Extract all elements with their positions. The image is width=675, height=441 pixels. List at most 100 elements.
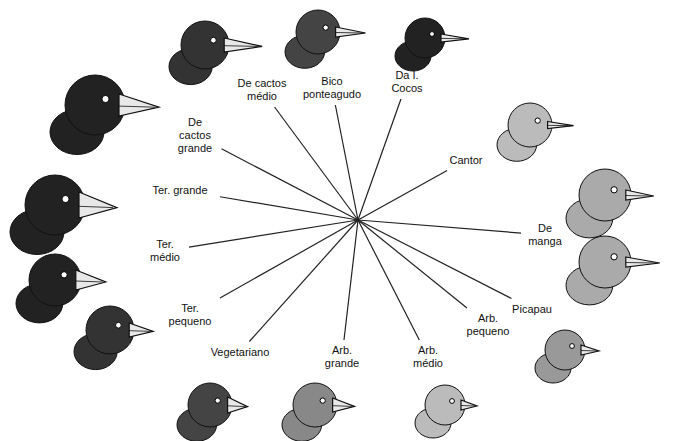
radiating-line — [344, 220, 358, 340]
finch-eye — [323, 25, 328, 30]
finch-head — [282, 383, 355, 441]
finch-beak — [224, 38, 262, 52]
beak-line — [626, 262, 657, 264]
beak-line — [76, 281, 103, 282]
finch-beak — [461, 400, 477, 410]
finch-beak — [129, 323, 153, 337]
finch-head-outline — [579, 169, 631, 221]
beak-line — [626, 195, 651, 197]
species-label: De manga — [525, 222, 565, 248]
finch-head-outline — [296, 10, 340, 54]
finch-eye — [211, 37, 217, 43]
radiating-line — [275, 107, 358, 220]
species-label: De cactos médio — [231, 77, 293, 103]
finch-head-outline — [425, 385, 465, 425]
finch-head-outline — [293, 383, 337, 427]
radiating-line — [189, 220, 358, 247]
species-label: Ter. médio — [145, 238, 185, 264]
finch-beak — [336, 27, 366, 37]
radiating-line — [335, 105, 358, 220]
finch-head-outline — [65, 75, 125, 135]
finch-beak — [581, 345, 599, 355]
finch-head-outline — [508, 103, 552, 147]
species-label: Arb. médio — [407, 344, 449, 370]
species-label: Vegetariano — [205, 346, 275, 359]
finch-head — [395, 18, 469, 71]
finch-eye — [430, 32, 435, 37]
finch-beak — [441, 34, 469, 42]
finch-head — [566, 236, 660, 305]
finch-eye — [116, 322, 122, 328]
species-label: Ter. pequeno — [164, 302, 216, 328]
finch-eye — [611, 254, 617, 260]
finch-head — [16, 254, 106, 323]
finch-eye — [320, 398, 325, 403]
finch-head-outline — [29, 254, 81, 306]
species-label: Da I. Cocos — [389, 69, 425, 95]
beak-line — [581, 350, 597, 352]
radiating-lines — [189, 99, 521, 342]
radiating-line — [222, 149, 359, 220]
species-label: Bico ponteagudo — [297, 75, 367, 101]
finch-head-outline — [579, 236, 631, 288]
finch-head-outline — [545, 330, 585, 370]
finch-head — [285, 10, 366, 68]
finch-head-outline — [181, 21, 229, 69]
beak-line — [333, 405, 353, 407]
finch-beak — [333, 398, 355, 412]
species-label: Arb. pequeno — [462, 312, 514, 338]
beak-line — [336, 32, 363, 34]
finch-head-outline — [188, 383, 232, 427]
finch-beak — [79, 192, 117, 218]
finch-eye — [535, 118, 540, 123]
species-label: Cantor — [446, 154, 486, 167]
finch-head — [169, 21, 262, 85]
radiating-line — [358, 220, 511, 299]
finch-head — [50, 75, 159, 155]
finch-beak — [626, 257, 660, 267]
species-label: Picapau — [507, 303, 557, 316]
beak-line — [441, 38, 466, 39]
finch-head — [535, 330, 599, 383]
radiating-line — [220, 220, 358, 298]
finch-head-outline — [405, 18, 445, 58]
beak-line — [129, 330, 151, 332]
finch-beak — [626, 190, 654, 200]
radiating-line — [358, 220, 521, 233]
finch-head-outline — [86, 306, 134, 354]
finch-head — [74, 306, 153, 370]
radiating-line — [358, 99, 401, 220]
beak-line — [461, 405, 475, 407]
beak-line — [548, 125, 571, 126]
species-label: De cactos grande — [173, 116, 218, 155]
finch-eye — [61, 272, 67, 278]
radiating-line — [249, 220, 358, 342]
radiating-line — [220, 197, 358, 220]
finch-eye — [611, 187, 617, 193]
finch-head — [497, 103, 574, 161]
finch-beak — [76, 270, 106, 290]
finch-beak — [119, 94, 159, 116]
finch-head-outline — [25, 175, 85, 235]
species-label: Ter. grande — [144, 184, 216, 197]
finch-eye — [62, 195, 69, 202]
finch-eye — [570, 344, 575, 349]
finch-eye — [215, 398, 220, 403]
finch-beak — [228, 397, 248, 413]
radiating-line — [358, 171, 447, 221]
finch-eye — [102, 95, 109, 102]
finch-beak — [548, 122, 574, 129]
beak-line — [119, 106, 155, 107]
finch-eye — [450, 399, 455, 404]
radiating-line — [358, 220, 467, 308]
finch-head — [10, 175, 117, 255]
finch-head — [566, 169, 654, 238]
radiating-line — [358, 220, 419, 340]
finch-head — [415, 385, 477, 438]
species-label: Arb. grande — [321, 344, 363, 370]
finch-head — [177, 383, 248, 441]
beak-line — [79, 206, 113, 207]
beak-line — [228, 405, 246, 407]
